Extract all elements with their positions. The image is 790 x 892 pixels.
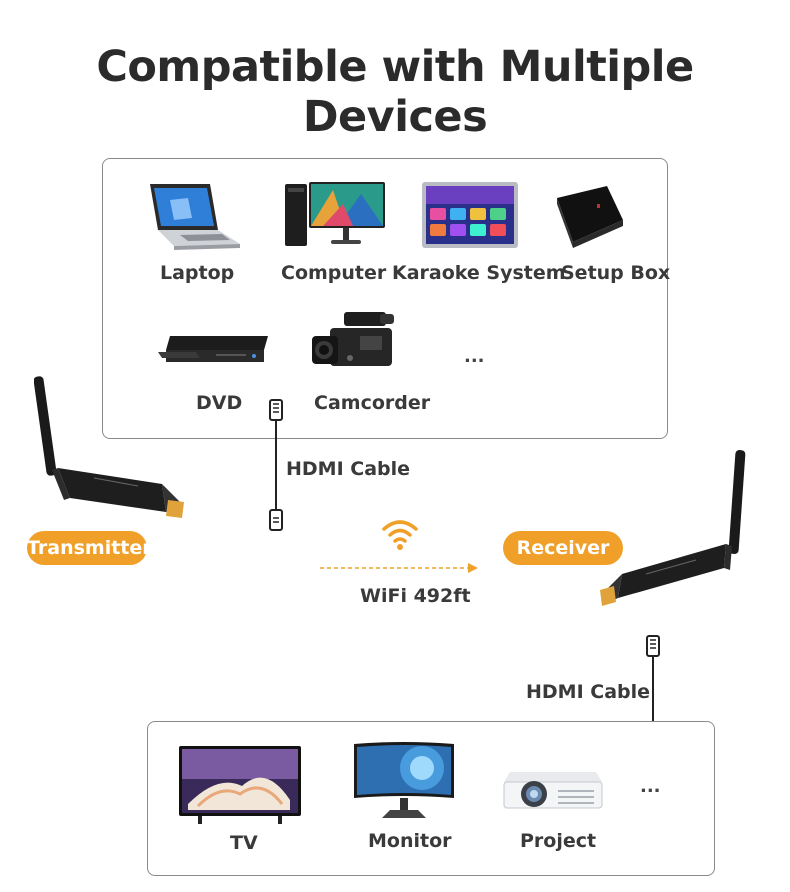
computer-icon [283, 180, 388, 252]
device-label-setup-box: Setup Box [561, 262, 671, 284]
more-source-devices: ... [464, 346, 485, 367]
setup-box-icon [551, 180, 627, 250]
device-label-karaoke-system: Karaoke System [392, 262, 566, 284]
hdmi-cable-label-top: HDMI Cable [286, 458, 411, 480]
transmitter-dongle-icon [34, 372, 194, 532]
more-display-devices: ... [640, 776, 661, 797]
wifi-icon [381, 515, 419, 553]
device-label-monitor: Monitor [368, 830, 452, 852]
receiver-badge: Receiver [503, 531, 623, 565]
camcorder-icon [310, 308, 396, 374]
device-label-projector: Project [520, 830, 597, 852]
page-title: Compatible with Multiple Devices [96, 42, 694, 142]
wifi-range-label: WiFi 492ft [360, 585, 471, 607]
laptop-icon [140, 180, 245, 252]
dvd-player-icon [156, 330, 271, 370]
hdmi-cable-icon [265, 398, 287, 534]
projector-icon [500, 764, 604, 814]
transmitter-badge: Transmitter [27, 531, 152, 565]
device-label-camcorder: Camcorder [314, 392, 431, 414]
wifi-signal-arrow [318, 561, 480, 575]
receiver-dongle-icon [596, 446, 756, 616]
device-label-tv: TV [230, 832, 258, 854]
device-label-computer: Computer [281, 262, 387, 284]
device-label-laptop: Laptop [160, 262, 235, 284]
tv-icon [178, 744, 302, 826]
monitor-icon [352, 740, 456, 822]
device-label-dvd: DVD [196, 392, 243, 414]
karaoke-system-icon [420, 180, 520, 252]
hdmi-cable-label-bottom: HDMI Cable [526, 681, 651, 703]
